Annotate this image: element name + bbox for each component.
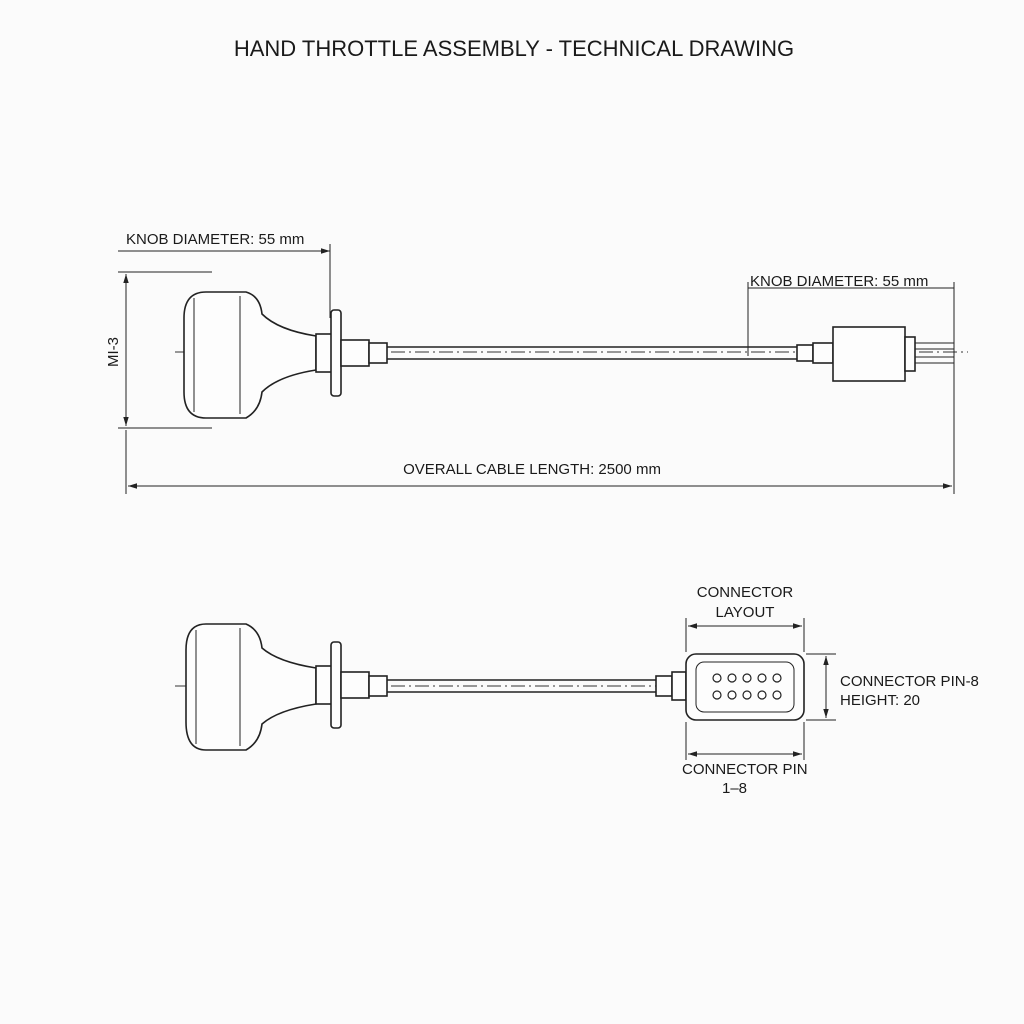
overall-length-dimension: OVERALL CABLE LENGTH: 2500 mm bbox=[125, 366, 955, 494]
bottom-view: CONNECTOR LAYOUT CONNECTOR PIN-8 HEIGHT:… bbox=[175, 584, 979, 797]
connector-pin bbox=[712, 673, 722, 683]
connector-pins bbox=[712, 673, 782, 700]
connector-pin-label-1: CONNECTOR PIN-8 bbox=[840, 673, 979, 690]
connector-pin bbox=[772, 673, 782, 683]
connector-pin bbox=[727, 690, 737, 700]
connector-pin bbox=[742, 673, 752, 683]
knob-height-dimension: MI-3 bbox=[105, 271, 212, 429]
top-flange bbox=[315, 309, 388, 397]
connector-pin bbox=[757, 673, 767, 683]
connector-pin-label-2: HEIGHT: 20 bbox=[840, 692, 920, 709]
connector-layout-dimension: CONNECTOR LAYOUT bbox=[685, 584, 805, 652]
bottom-cable bbox=[387, 679, 656, 693]
bottom-connector bbox=[655, 653, 805, 721]
overall-length-label: OVERALL CABLE LENGTH: 2500 mm bbox=[403, 461, 661, 478]
connector-bottom-label-2: 1–8 bbox=[722, 780, 747, 797]
top-view: KNOB DIAMETER: 55 mm MI-3 KNOB DIAMETER:… bbox=[105, 231, 968, 494]
connector-layout-label-2: LAYOUT bbox=[716, 604, 775, 621]
top-knob bbox=[183, 291, 317, 419]
top-connector bbox=[796, 326, 955, 382]
connector-pin bbox=[742, 690, 752, 700]
connector-bottom-label-1: CONNECTOR PIN bbox=[682, 761, 808, 778]
top-cable bbox=[387, 346, 797, 360]
drawing-title: HAND THROTTLE ASSEMBLY - TECHNICAL DRAWI… bbox=[234, 36, 794, 61]
knob-diameter-label-left: KNOB DIAMETER: 55 mm bbox=[126, 231, 304, 248]
connector-bottom-dimension: CONNECTOR PIN 1–8 bbox=[682, 722, 808, 797]
connector-pin bbox=[757, 690, 767, 700]
knob-diameter-label-right: KNOB DIAMETER: 55 mm bbox=[750, 273, 928, 290]
connector-layout-label-1: CONNECTOR bbox=[697, 584, 794, 601]
bottom-knob bbox=[185, 623, 317, 751]
knob-height-label: MI-3 bbox=[105, 337, 122, 367]
knob-diameter-dimension-left: KNOB DIAMETER: 55 mm bbox=[118, 231, 331, 318]
connector-height-dimension: CONNECTOR PIN-8 HEIGHT: 20 bbox=[806, 653, 979, 721]
connector-pin bbox=[772, 690, 782, 700]
connector-pin bbox=[727, 673, 737, 683]
bottom-flange bbox=[315, 641, 388, 729]
knob-diameter-dimension-right: KNOB DIAMETER: 55 mm bbox=[747, 273, 955, 356]
connector-pin bbox=[712, 690, 722, 700]
